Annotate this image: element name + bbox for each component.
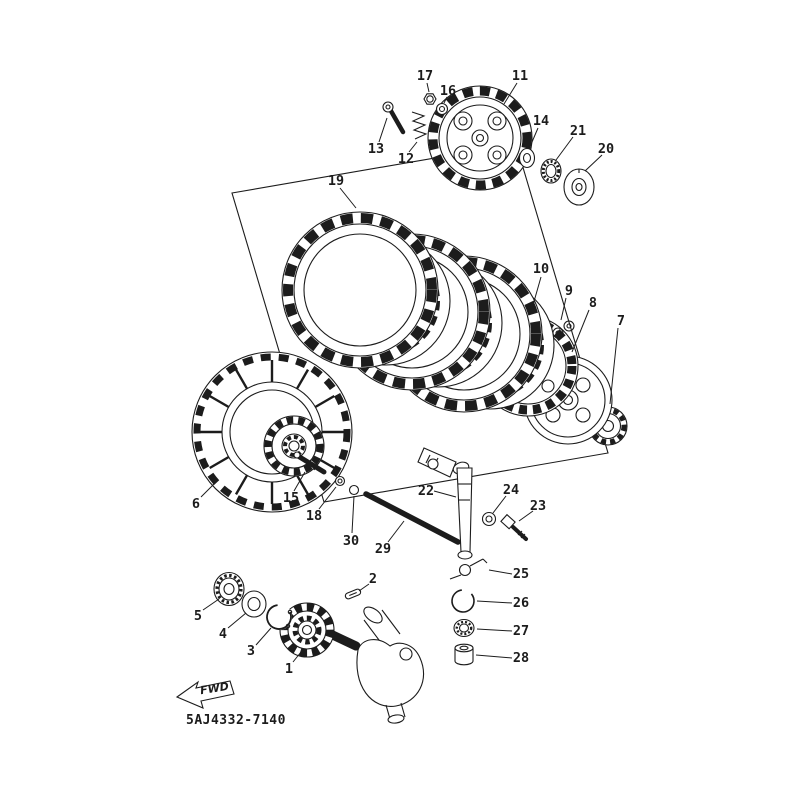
- part-number-6: 6: [192, 496, 200, 512]
- leader-line-13: [378, 117, 388, 143]
- leader-line-15: [293, 471, 306, 492]
- part-number-4: 4: [219, 626, 227, 642]
- washer-18: [334, 475, 346, 487]
- part-number-13: 13: [368, 141, 384, 157]
- leader-line-11: [503, 82, 518, 105]
- clutch-housing-6: [191, 351, 353, 513]
- leader-line-20: [584, 154, 603, 172]
- leader-line-16: [443, 96, 448, 104]
- bolt-13: [382, 101, 406, 135]
- part-number-24: 24: [503, 482, 519, 498]
- fwd-arrow-icon: [175, 680, 235, 709]
- bearing-21: [540, 158, 562, 184]
- washer-24: [481, 511, 497, 527]
- part-number-25: 25: [513, 566, 529, 582]
- spring-clip-25: [449, 558, 488, 580]
- friction-plate: [282, 212, 438, 368]
- leader-line-7: [609, 327, 619, 405]
- leader-line-22: [433, 490, 457, 498]
- spring-12: [411, 111, 428, 140]
- part-number-8: 8: [589, 295, 597, 311]
- leader-line-17: [426, 82, 430, 93]
- part-number-10: 10: [533, 261, 549, 277]
- nut-17: [423, 93, 437, 105]
- plate-20: [563, 168, 595, 206]
- leader-line-4: [227, 612, 247, 629]
- bearing-5: [213, 571, 245, 607]
- leader-line-12: [408, 141, 418, 153]
- leader-line-1: [292, 651, 302, 663]
- part-number-2: 2: [369, 571, 377, 587]
- part-number-14: 14: [533, 113, 549, 129]
- fwd-marker: FWD: [175, 680, 235, 709]
- part-number-12: 12: [398, 151, 414, 167]
- leader-line-3: [255, 627, 272, 646]
- part-number-26: 26: [513, 595, 529, 611]
- leader-line-29: [387, 520, 405, 543]
- part-number-28: 28: [513, 650, 529, 666]
- part-number-1: 1: [285, 661, 293, 677]
- part-number-22: 22: [418, 483, 434, 499]
- leader-line-5: [202, 598, 220, 611]
- push-rod-29: [363, 491, 461, 545]
- leader-line-30: [351, 495, 355, 534]
- callout-layer: 1234567891011121314151617181920212223242…: [192, 68, 625, 677]
- part-number-29: 29: [375, 541, 391, 557]
- circlip-3: [266, 604, 293, 630]
- fwd-label: FWD: [199, 680, 229, 697]
- collar-28: [454, 643, 474, 666]
- part-number-15: 15: [283, 490, 299, 506]
- leader-line-8: [571, 309, 590, 353]
- leader-line-27: [476, 628, 513, 632]
- part-number-7: 7: [617, 313, 625, 329]
- leader-line-26: [476, 600, 513, 604]
- part-number-27: 27: [513, 623, 529, 639]
- woodruff-key-2: [344, 588, 362, 600]
- leader-line-9: [560, 297, 567, 321]
- leader-line-23: [518, 510, 534, 522]
- part-number-11: 11: [512, 68, 528, 84]
- circlip-26: [451, 589, 475, 613]
- push-screw-15: [293, 451, 327, 475]
- part-number-9: 9: [565, 283, 573, 299]
- leader-line-19: [339, 187, 357, 209]
- push-lever-22: [417, 447, 473, 560]
- washer-4: [241, 590, 267, 618]
- leader-line-18: [318, 486, 337, 510]
- primary-gear-1: [279, 602, 335, 658]
- clutch-pressure-plate-11: [427, 85, 533, 191]
- diagram-code: 5AJ4332-7140: [186, 713, 286, 728]
- leader-line-6: [200, 481, 217, 498]
- ball-30: [348, 484, 360, 496]
- leader-line-25: [488, 569, 513, 575]
- leader-line-14: [528, 127, 539, 150]
- washer-14: [518, 147, 536, 169]
- leader-line-10: [530, 276, 542, 313]
- part-number-30: 30: [343, 533, 359, 549]
- part-number-21: 21: [570, 123, 586, 139]
- part-number-3: 3: [247, 643, 255, 659]
- part-number-16: 16: [440, 83, 456, 99]
- leader-line-2: [358, 583, 370, 592]
- leader-line-28: [475, 654, 513, 659]
- leader-line-24: [492, 495, 507, 514]
- part-number-17: 17: [417, 68, 433, 84]
- leader-line-21: [555, 136, 574, 161]
- bolt-23: [500, 513, 528, 541]
- washer-16: [435, 102, 449, 116]
- part-number-20: 20: [598, 141, 614, 157]
- washer-27: [453, 618, 475, 638]
- part-number-18: 18: [306, 508, 322, 524]
- part-number-23: 23: [530, 498, 546, 514]
- part-number-5: 5: [194, 608, 202, 624]
- part-number-19: 19: [328, 173, 344, 189]
